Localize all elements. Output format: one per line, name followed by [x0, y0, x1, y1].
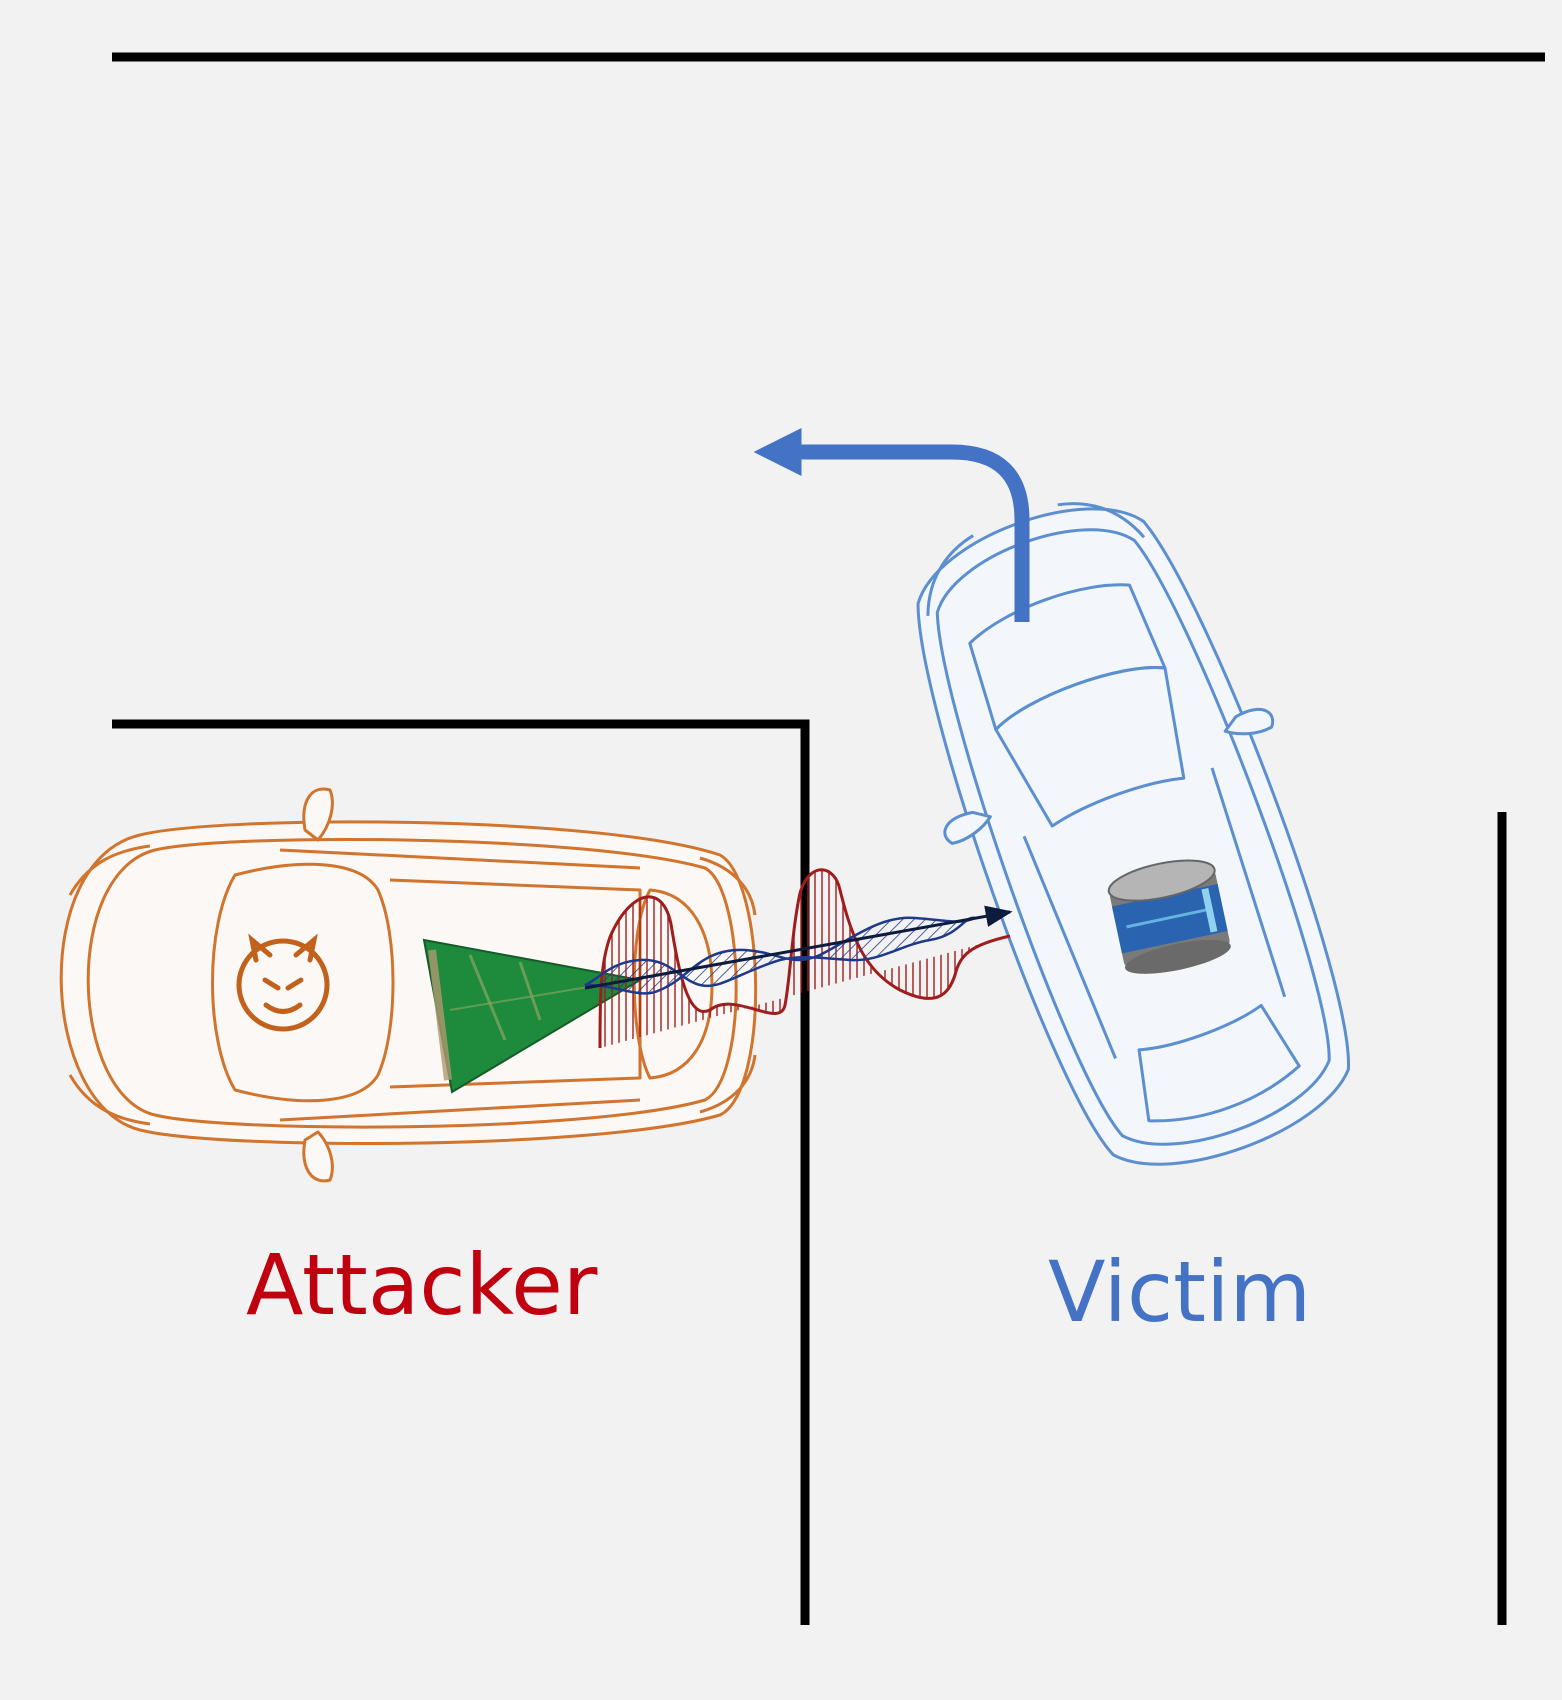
victim-label: Victim	[1048, 1243, 1312, 1341]
victim-car-headlight-left	[926, 534, 974, 616]
victim-car-mirror-right	[1223, 707, 1275, 736]
lidar-sensor-icon	[1107, 859, 1231, 974]
attacker-car-mirror-bottom	[302, 1130, 334, 1183]
victim-car-side-line-right	[1210, 767, 1287, 998]
victim-car-headlight-right	[1057, 502, 1146, 539]
devil-face-icon	[236, 933, 330, 1032]
attacker-car-windshield	[211, 862, 395, 1103]
attacker-car-inner-body	[86, 838, 738, 1129]
attacker-car-mirror-top	[302, 787, 334, 842]
attacker-car-side-line-bottom	[279, 1098, 641, 1122]
victim-car-mirror-left	[943, 810, 992, 845]
victim-car-side-line-left	[1022, 835, 1117, 1059]
road-line-corner	[112, 719, 810, 1625]
attacker-car-side-line-top	[279, 848, 641, 870]
left-turn-arrow-icon	[753, 427, 1030, 622]
signal-direction-arrow	[584, 905, 1013, 990]
attacker-label: Attacker	[246, 1236, 598, 1334]
signal-wave-icon	[584, 868, 1013, 1049]
attacker-car-headlight-top	[68, 844, 151, 896]
road-lines	[112, 52, 1545, 1625]
victim-car-rear-window	[1137, 1003, 1301, 1123]
attacker-car	[59, 787, 758, 1183]
antenna-beam-icon	[422, 938, 643, 1094]
victim-car-inner-body	[935, 528, 1331, 1146]
attacker-car-taillight-bottom	[699, 1054, 757, 1114]
attacker-car-body	[59, 820, 758, 1146]
attacker-car-taillight-top	[699, 856, 757, 916]
victim-car	[916, 502, 1350, 1166]
attacker-car-headlight-bottom	[68, 1074, 151, 1126]
